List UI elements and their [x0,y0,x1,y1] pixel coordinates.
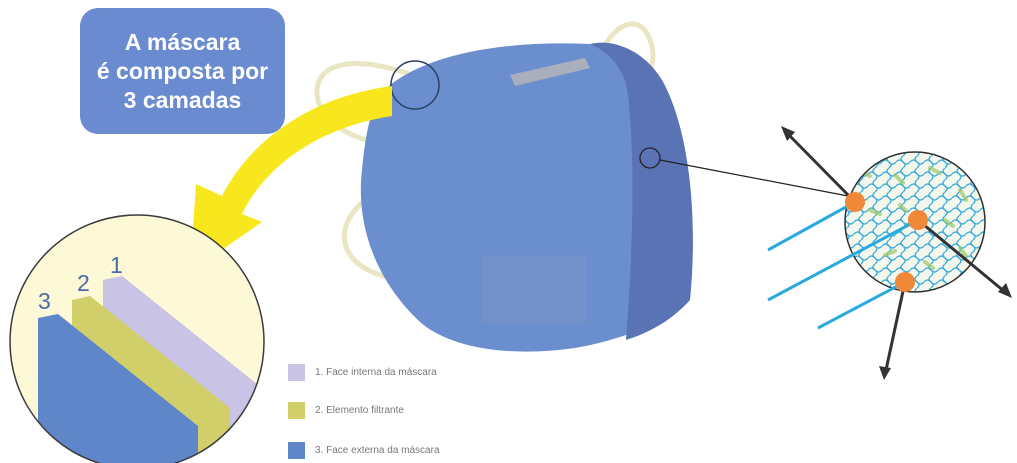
layer-number-1: 1 [110,252,123,279]
mask-inner-patch [482,255,587,323]
legend-item-2: 2. Elemento filtrante [288,400,404,420]
particle-icon [895,272,915,292]
legend-swatch-3 [288,442,305,459]
particle-icon [845,192,865,212]
legend-swatch-1 [288,364,305,381]
mask [361,43,693,352]
legend-item-3: 3. Face externa da máscara [288,440,440,460]
legend-label-3: 3. Face externa da máscara [315,445,440,456]
legend-swatch-2 [288,402,305,419]
legend-label-1: 1. Face interna da máscara [315,367,437,378]
legend-label-2: 2. Elemento filtrante [315,405,404,416]
particle-icon [908,210,928,230]
legend-item-1: 1. Face interna da máscara [288,362,437,382]
layer-number-2: 2 [77,270,90,297]
callout-text: A máscara é composta por 3 camadas [97,28,268,115]
layer-number-3: 3 [38,288,51,315]
callout-box: A máscara é composta por 3 camadas [80,8,285,134]
layer-zoom [10,215,264,463]
